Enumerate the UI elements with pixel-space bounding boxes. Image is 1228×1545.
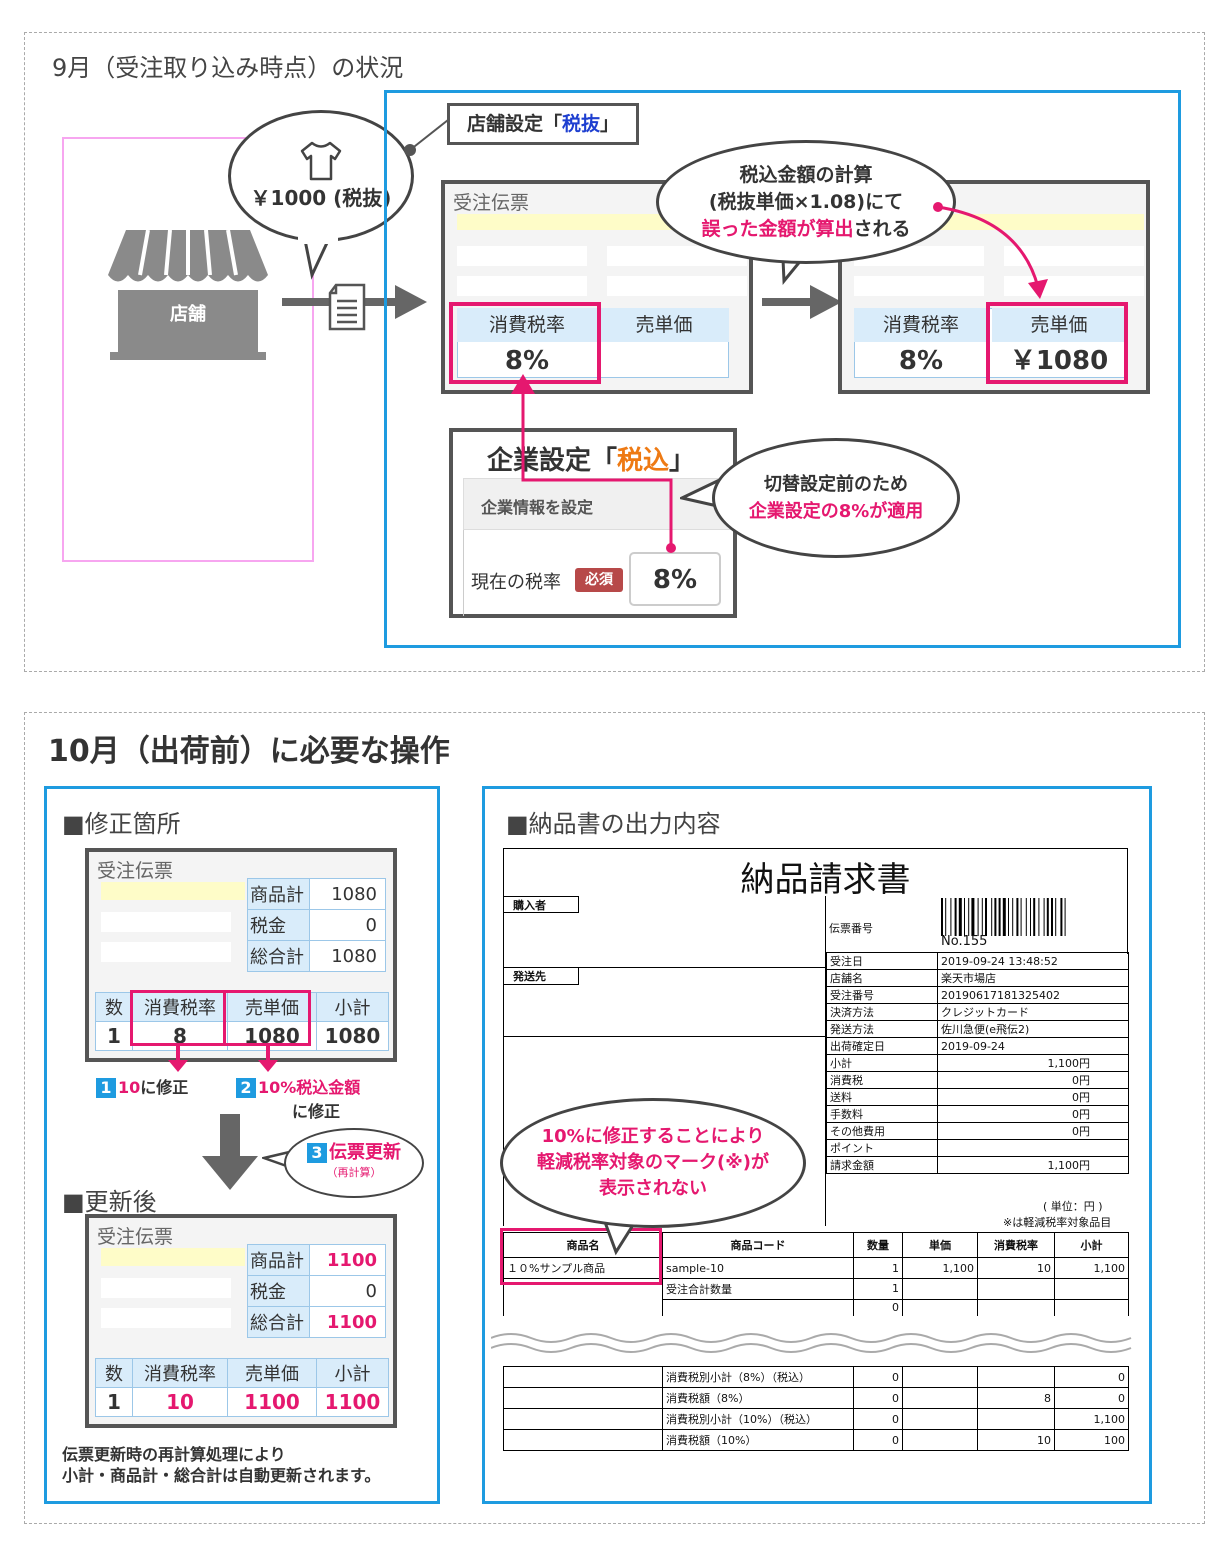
- current-rate-input[interactable]: 8%: [629, 552, 721, 606]
- info-row: 決済方法クレジットカード: [826, 1003, 1129, 1021]
- recalc-note: 伝票更新時の再計算処理により 小計・商品計・総合計は自動更新されます。: [62, 1445, 381, 1485]
- amount-row: ポイント: [826, 1139, 1129, 1157]
- document-icon[interactable]: [326, 283, 368, 331]
- order-slip-after: 消費税率 売単価 8% ￥1080: [838, 180, 1150, 394]
- item-code: sample-10: [662, 1257, 854, 1279]
- unit-price-header: 売単価: [599, 308, 729, 342]
- calc-arrow: [933, 202, 1048, 299]
- after-title: ■更新後: [62, 1188, 157, 1216]
- highlight-rate-fix: [130, 990, 226, 1046]
- info-row: 店舗名楽天市場店: [826, 969, 1129, 987]
- buyer-label: 購入者: [503, 896, 579, 913]
- company-info-label: 企業情報を設定: [481, 498, 594, 517]
- company-rate-connector: [511, 374, 676, 553]
- required-badge: 必須: [575, 568, 623, 592]
- reduced-rate-note: ※は軽減税率対象品目: [1003, 1216, 1112, 1229]
- price-bubble: ￥1000 (税抜): [228, 110, 414, 242]
- october-title: 10月（出荷前）に必要な操作: [48, 734, 450, 769]
- september-title: 9月（受注取り込み時点）の状況: [52, 54, 404, 82]
- fix-arrow-1: [168, 1046, 188, 1072]
- store-label: 店舗: [170, 304, 206, 325]
- store-icon: [108, 230, 268, 360]
- line-table-after: 数 消費税率 売単価 小計 1 10 1100 1100: [95, 1358, 389, 1417]
- september-panel: [24, 32, 1205, 672]
- switch-bubble: 切替設定前のため 企業設定の8%が適用: [712, 438, 960, 558]
- store-setting-connector: [404, 119, 449, 156]
- slip-no-label: 伝票番号: [829, 922, 873, 935]
- tax-rate-value-2: 8%: [898, 346, 944, 376]
- store-area-frame: [62, 137, 314, 562]
- fix-arrow-2: [258, 1046, 278, 1072]
- invoice-title: 納品請求書: [740, 860, 911, 900]
- tax-rate-value: 8%: [504, 346, 550, 376]
- calc-bubble: 税込金額の計算 (税抜単価×1.08)にて 誤った金額が算出される: [656, 140, 956, 264]
- tax-rate-header-2: 消費税率: [854, 308, 988, 342]
- company-setting-value: 税込: [617, 446, 670, 476]
- slip-title: 受注伝票: [453, 192, 530, 214]
- barcode: [941, 898, 1066, 936]
- highlight-item-name: [500, 1228, 662, 1285]
- slip-no: No.155: [941, 934, 988, 949]
- unit-price-value-2: ￥1080: [1009, 346, 1109, 376]
- item-name: １０%サンプル商品: [503, 1257, 663, 1279]
- info-row: 発送方法佐川急便(e飛伝2): [826, 1020, 1129, 1038]
- company-settings-panel: 企業設定「税込」 企業情報を設定 現在の税率 必須 8%: [449, 428, 743, 618]
- update-arrow: [202, 1114, 258, 1190]
- store-setting-value: 税抜: [561, 113, 600, 135]
- items-table: 商品名 商品コード 数量 単価 消費税率 小計 １０%サンプル商品 sample…: [503, 1232, 1129, 1316]
- price-text: ￥1000 (税抜): [250, 185, 392, 210]
- line-table-before: 数 消費税率 売単価 小計 1 8 1080 1080: [95, 992, 389, 1051]
- flow-arrow-2-head: [810, 285, 842, 319]
- store-setting-label: 店舗設定「税抜」: [447, 103, 639, 145]
- invoice-bubble: 10%に修正することにより 軽減税率対象のマーク(※)が 表示されない: [500, 1098, 806, 1228]
- october-panel: [24, 712, 1205, 1524]
- flow-arrow-2: [762, 298, 812, 306]
- highlight-price-fix: [223, 990, 311, 1046]
- unit-price-header-2: 売単価: [992, 308, 1126, 342]
- fix-panel: [44, 786, 440, 1504]
- highlight-unit-price-after: [986, 302, 1128, 384]
- tax-rate-header: 消費税率: [457, 308, 597, 342]
- system-frame: [384, 90, 1181, 648]
- tshirt-icon: [300, 141, 342, 180]
- page-break-wave: [491, 1330, 1141, 1356]
- company-setting-title: 企業設定「税込」: [487, 446, 696, 476]
- order-slip-before: 受注伝票 消費税率 売単価 8%: [441, 180, 753, 394]
- unit-note: ( 単位：円 ): [1043, 1200, 1103, 1213]
- price-bubble-tail-cover: [298, 228, 338, 244]
- flow-arrow-1-head: [395, 285, 427, 319]
- invoice-section-title: ■納品書の出力内容: [506, 810, 721, 838]
- ship-label: 発送先: [503, 968, 579, 985]
- invoice-panel: [482, 786, 1152, 1504]
- fix-title: ■修正箇所: [62, 810, 181, 838]
- current-rate-label: 現在の税率: [471, 572, 561, 593]
